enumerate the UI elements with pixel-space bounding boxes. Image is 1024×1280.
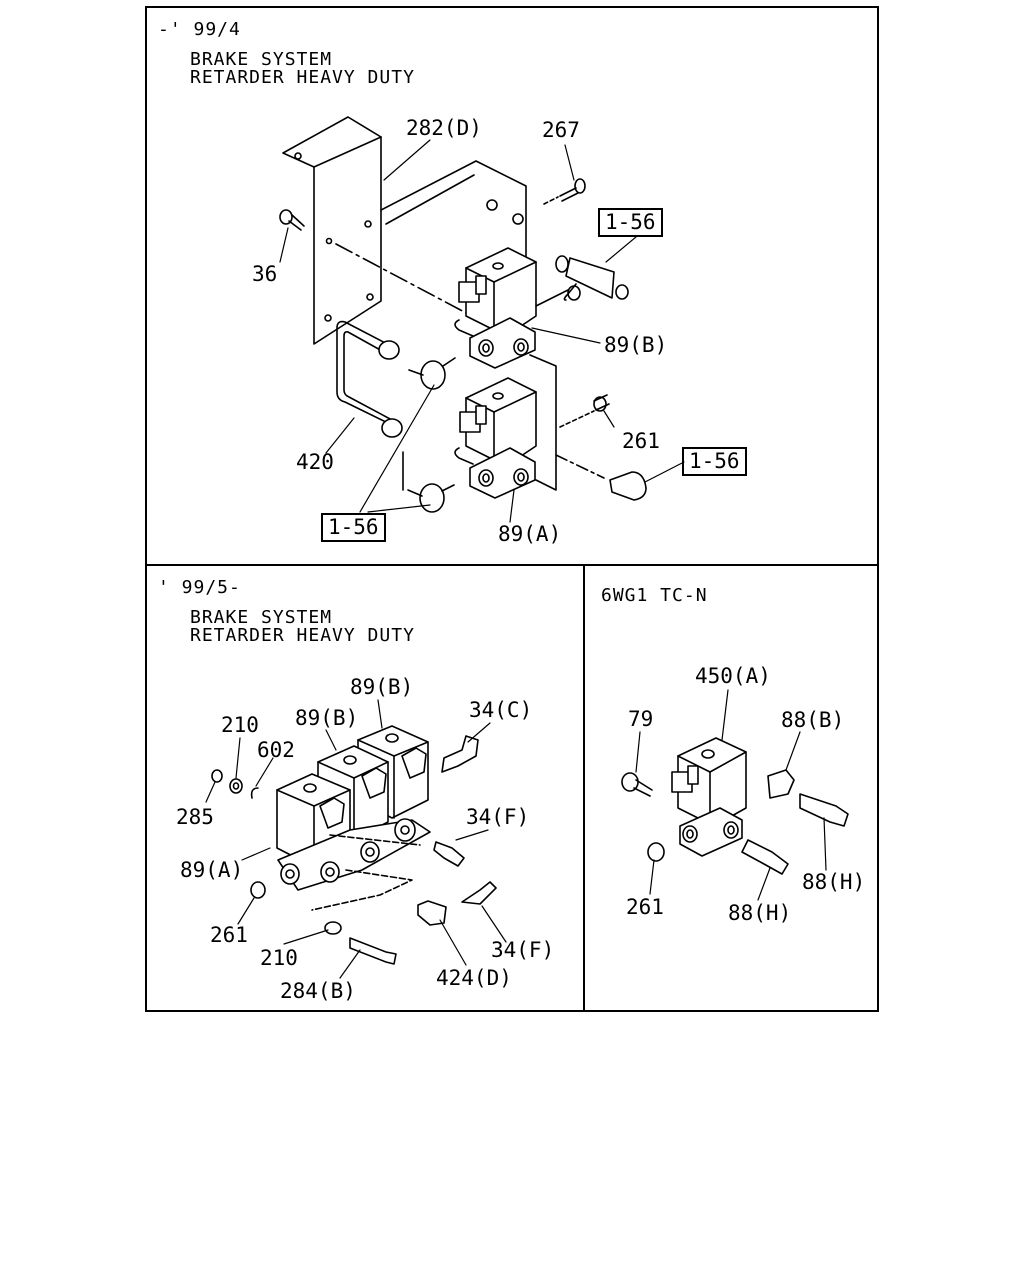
title-line1-bottom-left: BRAKE SYSTEM [190,607,333,628]
part-label-79: 79 [628,707,654,731]
bolt-36 [280,210,304,230]
range-label-bottom-left: ' 99/5- [158,577,241,598]
elbow-fitting-lower [403,452,454,512]
part-label-36: 36 [252,262,278,286]
part-label-34f-upper: 34(F) [466,805,530,829]
solenoid-valve-450a [672,738,746,856]
plug-261 [560,395,609,427]
elbow-fitting-upper [409,358,455,389]
ref-box-1-56-elbow: 1-56 [321,513,386,542]
valve-block-89a-front [277,774,430,890]
part-label-602: 602 [257,738,295,762]
fittings-bottom-left [212,736,496,964]
part-label-89a: 89(A) [498,522,562,546]
range-label-top: -' 99/4 [158,19,241,40]
part-label-210-lower: 210 [260,946,298,970]
bolt-267 [544,179,585,204]
part-label-89b: 89(B) [604,333,668,357]
leader-lines-top [280,140,684,522]
part-label-261-right: 261 [626,895,664,919]
solenoid-valve-89b [455,248,536,368]
part-label-88h-lower: 88(H) [728,901,792,925]
part-label-88b: 88(B) [781,708,845,732]
leader-lines-bottom-left [206,700,506,978]
bracket-282d [283,117,526,344]
part-label-420: 420 [296,450,334,474]
part-label-210-upper: 210 [221,713,259,737]
part-label-89b-middle: 89(B) [295,706,359,730]
model-label: 6WG1 TC-N [601,585,708,606]
connector-right [556,455,646,500]
panel-divider-vertical [583,565,585,1012]
part-label-450a: 450(A) [695,664,771,688]
part-label-261: 261 [622,429,660,453]
part-label-89a: 89(A) [180,858,244,882]
title-line2-bottom-left: RETARDER HEAVY DUTY [190,625,415,646]
title-line1-top: BRAKE SYSTEM [190,49,333,70]
part-label-284b: 284(B) [280,979,356,1003]
tee-fitting [536,256,628,306]
leader-lines-bottom-right [636,690,826,900]
part-label-424d: 424(D) [436,966,512,990]
pipe-420 [337,322,402,437]
part-label-285: 285 [176,805,214,829]
solenoid-valve-89a [455,355,556,498]
fittings-bottom-right [622,770,848,874]
part-label-88h-right: 88(H) [802,870,866,894]
part-label-282d: 282(D) [406,116,482,140]
part-label-267: 267 [542,118,580,142]
ref-box-1-56-tee: 1-56 [598,208,663,237]
ref-box-1-56-connector: 1-56 [682,447,747,476]
title-line2-top: RETARDER HEAVY DUTY [190,67,415,88]
diagram-frame [145,6,879,1012]
part-label-34c: 34(C) [469,698,533,722]
part-label-261-left: 261 [210,923,248,947]
panel-divider-horizontal [145,564,879,566]
part-label-89b-rear: 89(B) [350,675,414,699]
part-label-34f-lower: 34(F) [491,938,555,962]
